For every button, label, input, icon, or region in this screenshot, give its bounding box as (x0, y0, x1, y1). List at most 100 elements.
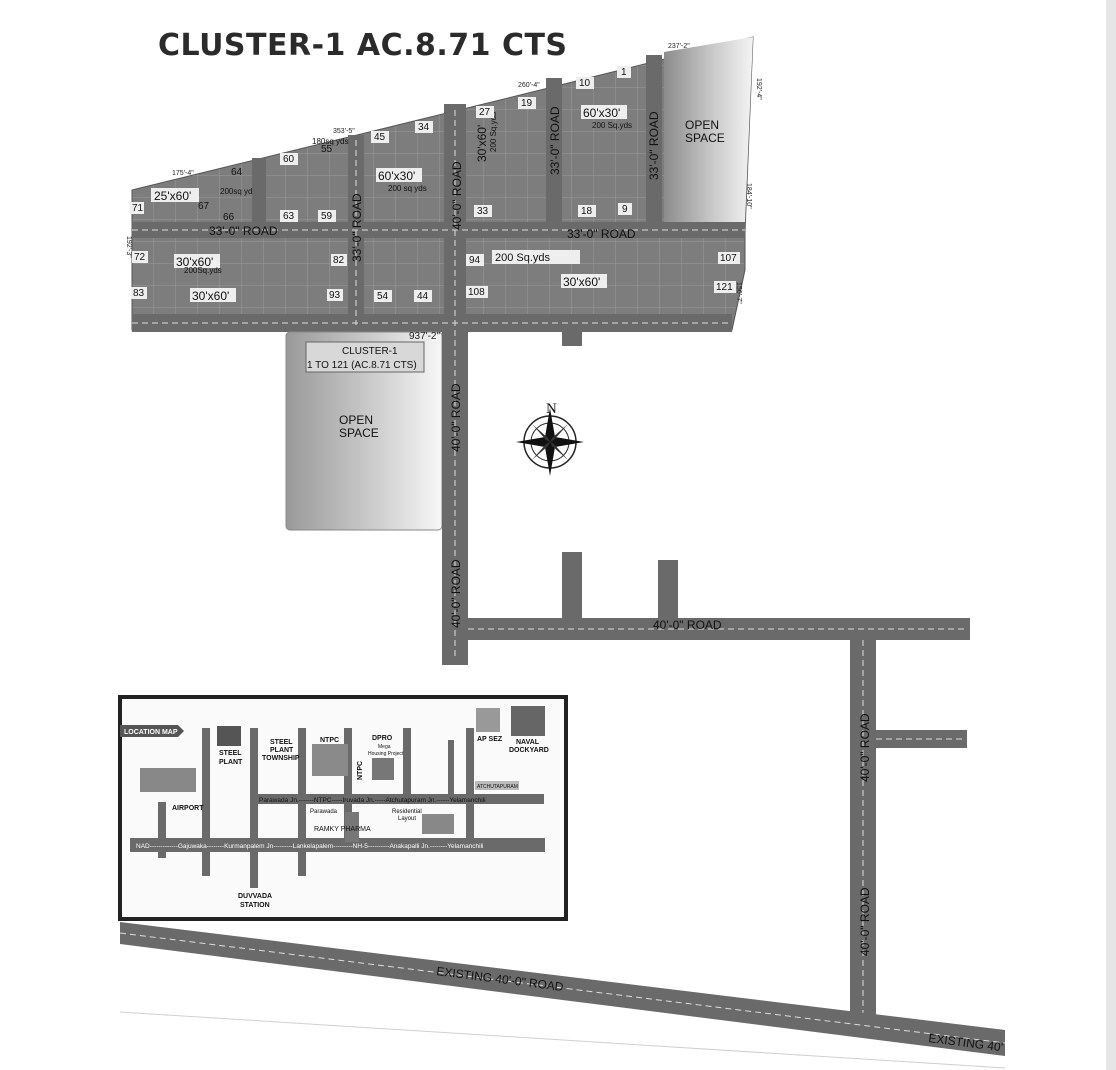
plot-number: 55 (321, 144, 333, 155)
dimension: 237'-2" (668, 43, 690, 50)
place-label: STEEL (219, 750, 242, 757)
existing-road-centerline (119, 932, 1006, 1044)
plot-area-text: 180sq yds (312, 137, 348, 146)
plot-size: 30'x60' (176, 255, 213, 269)
place-label: NAVAL (516, 739, 540, 746)
plot-number: 59 (321, 211, 333, 222)
location-map-roads (130, 728, 545, 888)
route-label: NAD-------------Gajuwaka--------Kurmanpa… (136, 843, 484, 850)
cluster-label: CLUSTER-1 (342, 346, 398, 357)
route-label: Parawada Jn.-------NTPC-----Iruvada Jn.-… (259, 797, 486, 804)
plot-number: 107 (720, 253, 737, 264)
road-label: 33'-0" ROAD (548, 106, 562, 175)
dimension: 192'-3" (125, 236, 132, 258)
dimension: 156'-7" (735, 282, 742, 304)
plot-size: 30'x60' (192, 289, 229, 303)
plot-number: 83 (133, 288, 145, 299)
plot-size: 25'x60' (154, 189, 191, 203)
plot-size: 30'x60' (563, 275, 600, 289)
plot-number: 34 (418, 122, 430, 133)
road-label: 40'-0" ROAD (449, 559, 463, 628)
open-space-label: SPACE (339, 426, 379, 440)
plot-area-text: 200 Sq.yds (495, 252, 551, 264)
dimension: 192'-4" (755, 78, 762, 100)
plot-number: 9 (622, 204, 628, 215)
plot-area-text: 200 Sq.yds (489, 112, 498, 152)
place-label: Parawada (310, 809, 338, 815)
plot-area-text: 200Sq.yds (184, 266, 222, 275)
place-label: RAMKY PHARMA (314, 826, 371, 833)
place-label: DUVVADA (238, 893, 272, 900)
place-label: PLANT (270, 747, 294, 754)
cluster-roads (132, 55, 745, 332)
place-label: AP SEZ (477, 736, 503, 743)
road-label: 33'-0" ROAD (350, 193, 364, 262)
dimension: 937'-2" (409, 331, 440, 342)
plot-size: 30'x60' (475, 125, 489, 162)
plot-number: 33 (477, 206, 489, 217)
road-label: 40'-0" ROAD (858, 713, 872, 782)
road-label: 40'-0" ROAD (450, 161, 464, 230)
plot-number: 27 (479, 107, 491, 118)
north-compass (516, 408, 584, 476)
plot-number: 67 (198, 201, 210, 212)
plot-area-text: 200 sq yds (388, 184, 427, 193)
place-label: STATION (240, 902, 270, 909)
plot-number: 64 (231, 167, 243, 178)
place-label: DOCKYARD (509, 747, 549, 754)
road-label: 33'-0" ROAD (209, 224, 278, 238)
page-fold (119, 1011, 1006, 1069)
place-label: Layout (398, 816, 416, 822)
road-label: 40'-0" ROAD (653, 618, 722, 632)
dimension: 175'-4" (172, 170, 194, 177)
plot-number: 66 (223, 212, 235, 223)
plot-number: 60 (283, 154, 295, 165)
plot-number: 108 (468, 287, 485, 298)
place-label: STEEL (270, 739, 293, 746)
compass-north: N (546, 401, 557, 417)
plot-number: 71 (132, 203, 144, 214)
road-label: 33'-0" ROAD (567, 227, 636, 241)
plot-number: 45 (374, 132, 386, 143)
open-space-top (664, 37, 753, 222)
existing-road (120, 922, 1005, 1056)
plot-number: 72 (134, 252, 146, 263)
cluster-label-box (305, 341, 425, 373)
plot-size: 60'x30' (583, 106, 620, 120)
page-edge (1106, 0, 1116, 1070)
open-space-label: OPEN (339, 413, 373, 427)
place-label: Residential (392, 809, 422, 815)
location-map-label: LOCATION MAP (124, 729, 178, 736)
plot-number: 63 (283, 211, 295, 222)
open-space-label: SPACE (685, 131, 725, 145)
plot-size: 60'x30' (378, 169, 415, 183)
road-label: 40'-0" ROAD (449, 383, 463, 452)
plot-number: 93 (329, 290, 341, 301)
plot-number: 10 (579, 78, 591, 89)
location-map-pictures (140, 706, 545, 842)
cluster-range: 1 TO 121 (AC.8.71 CTS) (307, 360, 417, 371)
plan-title: CLUSTER-1 AC.8.71 CTS (158, 28, 568, 63)
main-road-lines (454, 330, 968, 1018)
road-label: 33'-0" ROAD (647, 111, 661, 180)
plot-number: 54 (377, 291, 389, 302)
plot-number: 44 (417, 291, 429, 302)
dimension: 260'-4" (518, 82, 540, 89)
plot-area-text: 200sq yd (220, 187, 252, 196)
place-label: NTPC (357, 761, 364, 780)
place-label: NTPC (320, 737, 339, 744)
plot-area-text: 200 Sq.yds (592, 121, 632, 130)
plot-number: 82 (333, 255, 345, 266)
place-label: DPRO (372, 735, 393, 742)
plot-number: 121 (716, 282, 733, 293)
place-label: AIRPORT (172, 805, 204, 812)
place-label: Housing Project (368, 751, 404, 757)
road-label: 40'-0" ROAD (858, 887, 872, 956)
dimension: 184'-10" (745, 183, 752, 209)
place-label: PLANT (219, 759, 243, 766)
place-label: Mega (378, 744, 391, 750)
plot-number: 1 (621, 67, 627, 78)
place-label: TOWNSHIP (262, 755, 300, 762)
place-label: ATCHUTAPURAM (477, 784, 518, 790)
